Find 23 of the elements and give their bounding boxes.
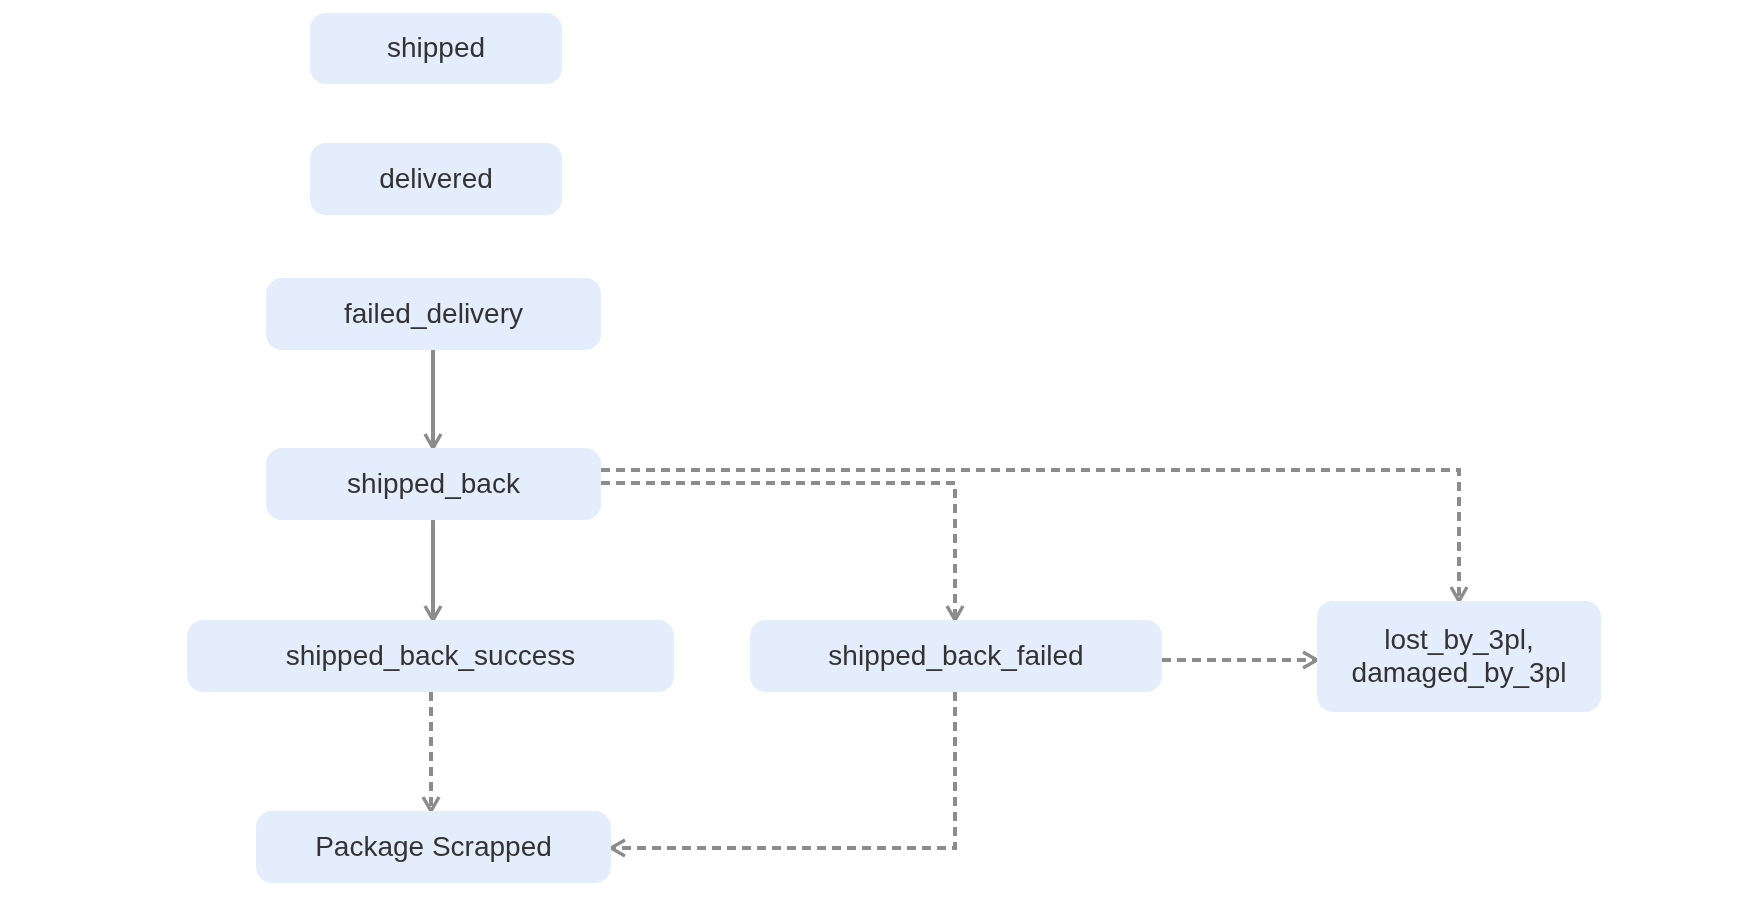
arrow <box>421 692 441 813</box>
state-label: shipped_back <box>346 467 521 501</box>
state-box <box>256 811 611 883</box>
state-label: delivered <box>378 162 494 196</box>
state-box <box>750 620 1162 692</box>
arrow <box>601 481 965 622</box>
state-label: shipped_back_failed <box>827 639 1085 673</box>
arrow <box>601 468 1469 603</box>
state-box <box>310 13 562 84</box>
arrow <box>423 350 443 450</box>
state-label: shipped_back_success <box>284 639 577 673</box>
state-box <box>266 448 601 520</box>
state-label: shipped <box>385 32 487 65</box>
state-label: Package Scrapped <box>314 830 553 864</box>
arrow <box>423 520 443 622</box>
state-box <box>266 278 601 350</box>
state-label: failed_delivery <box>343 297 524 331</box>
arrow <box>609 692 957 858</box>
state-label: lost_by_3pl, damaged_by_3pl <box>1350 624 1568 689</box>
state-box <box>310 143 562 215</box>
state-box <box>1317 601 1601 712</box>
arrow <box>1162 650 1319 670</box>
state-box <box>187 620 674 692</box>
